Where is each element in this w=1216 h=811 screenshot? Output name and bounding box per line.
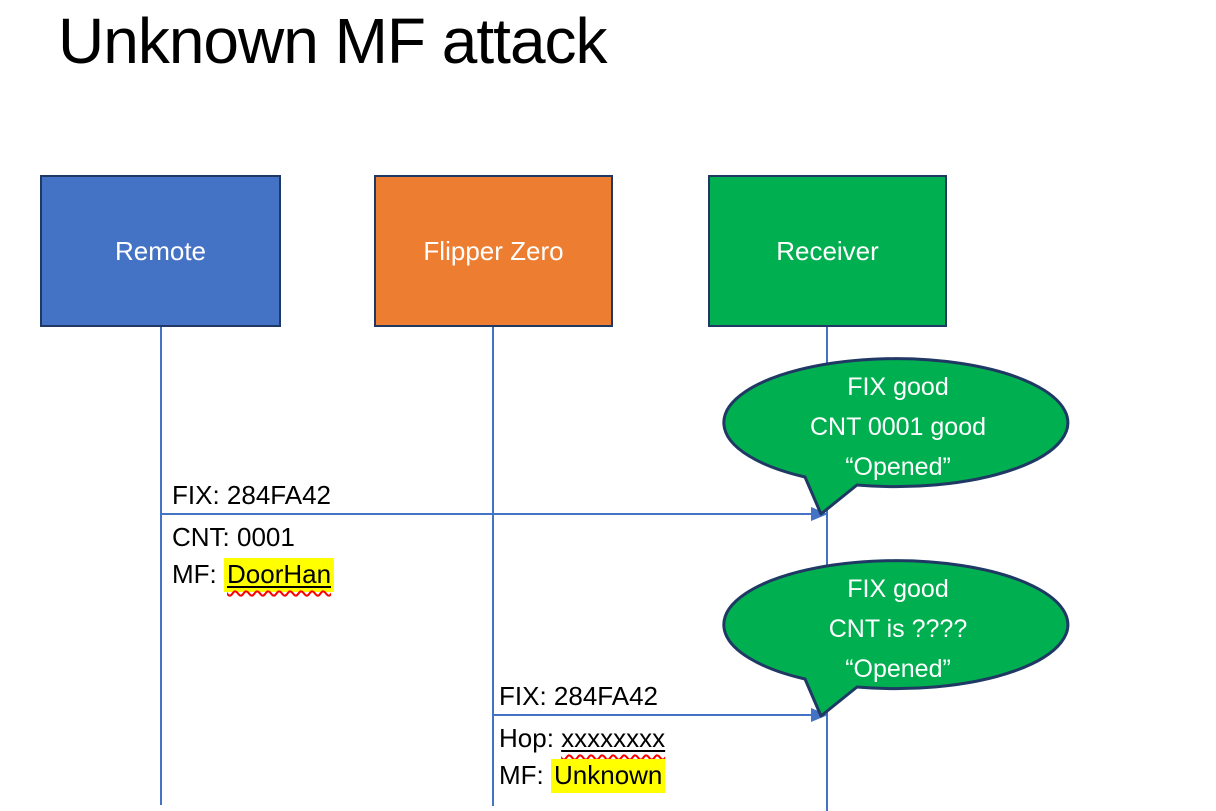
message-1-mf-prefix: MF: [172,559,224,589]
message-1-mf-highlight: DoorHan [224,558,335,592]
actor-label-receiver: Receiver [776,235,879,266]
speech-bubble-1-outline [722,357,1070,516]
callout-1-line-3: “Opened” [845,453,951,481]
message-2-mf-highlight: Unknown [551,759,666,793]
message-2-fix-label: FIX: 284FA42 [499,679,658,713]
message-2-hop-prefix: Hop: [499,723,562,753]
message-1-fix-text: FIX: 284FA42 [172,480,331,510]
message-1-fix-label: FIX: 284FA42 [172,478,331,512]
actor-box-receiver: Receiver [708,175,947,327]
slide-title: Unknown MF attack [58,5,608,77]
message-arrow-1-line [160,513,811,515]
message-2-mf-prefix: MF: [499,760,551,790]
message-1-mf-label: MF: DoorHan [172,557,335,592]
callout-2-line-2: CNT is ???? [828,615,968,643]
message-2-mf-label: MF: Unknown [499,758,666,793]
callout-1-line-2: CNT 0001 good [809,413,987,441]
message-2-hop-label: Hop: xxxxxxxx [499,721,665,755]
message-2-hop-value: xxxxxxxx [561,723,666,753]
message-2-hop-squiggle: xxxxxxxx [561,723,665,753]
message-1-mf-value: DoorHan [227,559,332,589]
lifeline-flipper-zero [492,327,494,806]
lifeline-remote [160,327,162,805]
speech-bubble-2 [722,559,1070,718]
speech-bubble-1 [722,357,1070,516]
message-1-cnt-text: CNT: 0001 [172,522,295,552]
actor-box-flipper-zero: Flipper Zero [374,175,613,327]
callout-1-text: FIX good CNT 0001 good “Opened” [730,366,1066,488]
message-arrow-2-line [492,714,811,716]
speech-bubble-2-outline [722,559,1070,718]
message-1-cnt-label: CNT: 0001 [172,520,295,554]
message-2-mf-value: Unknown [554,760,663,790]
callout-2-line-1: FIX good [847,575,949,603]
callout-1-line-1: FIX good [847,373,949,401]
actor-box-remote: Remote [40,175,281,327]
actor-label-remote: Remote [114,235,207,266]
actor-label-flipper-zero: Flipper Zero [423,235,564,266]
callout-2-line-3: “Opened” [845,655,951,683]
message-2-fix-text: FIX: 284FA42 [499,681,658,711]
callout-2-text: FIX good CNT is ???? “Opened” [730,568,1066,690]
